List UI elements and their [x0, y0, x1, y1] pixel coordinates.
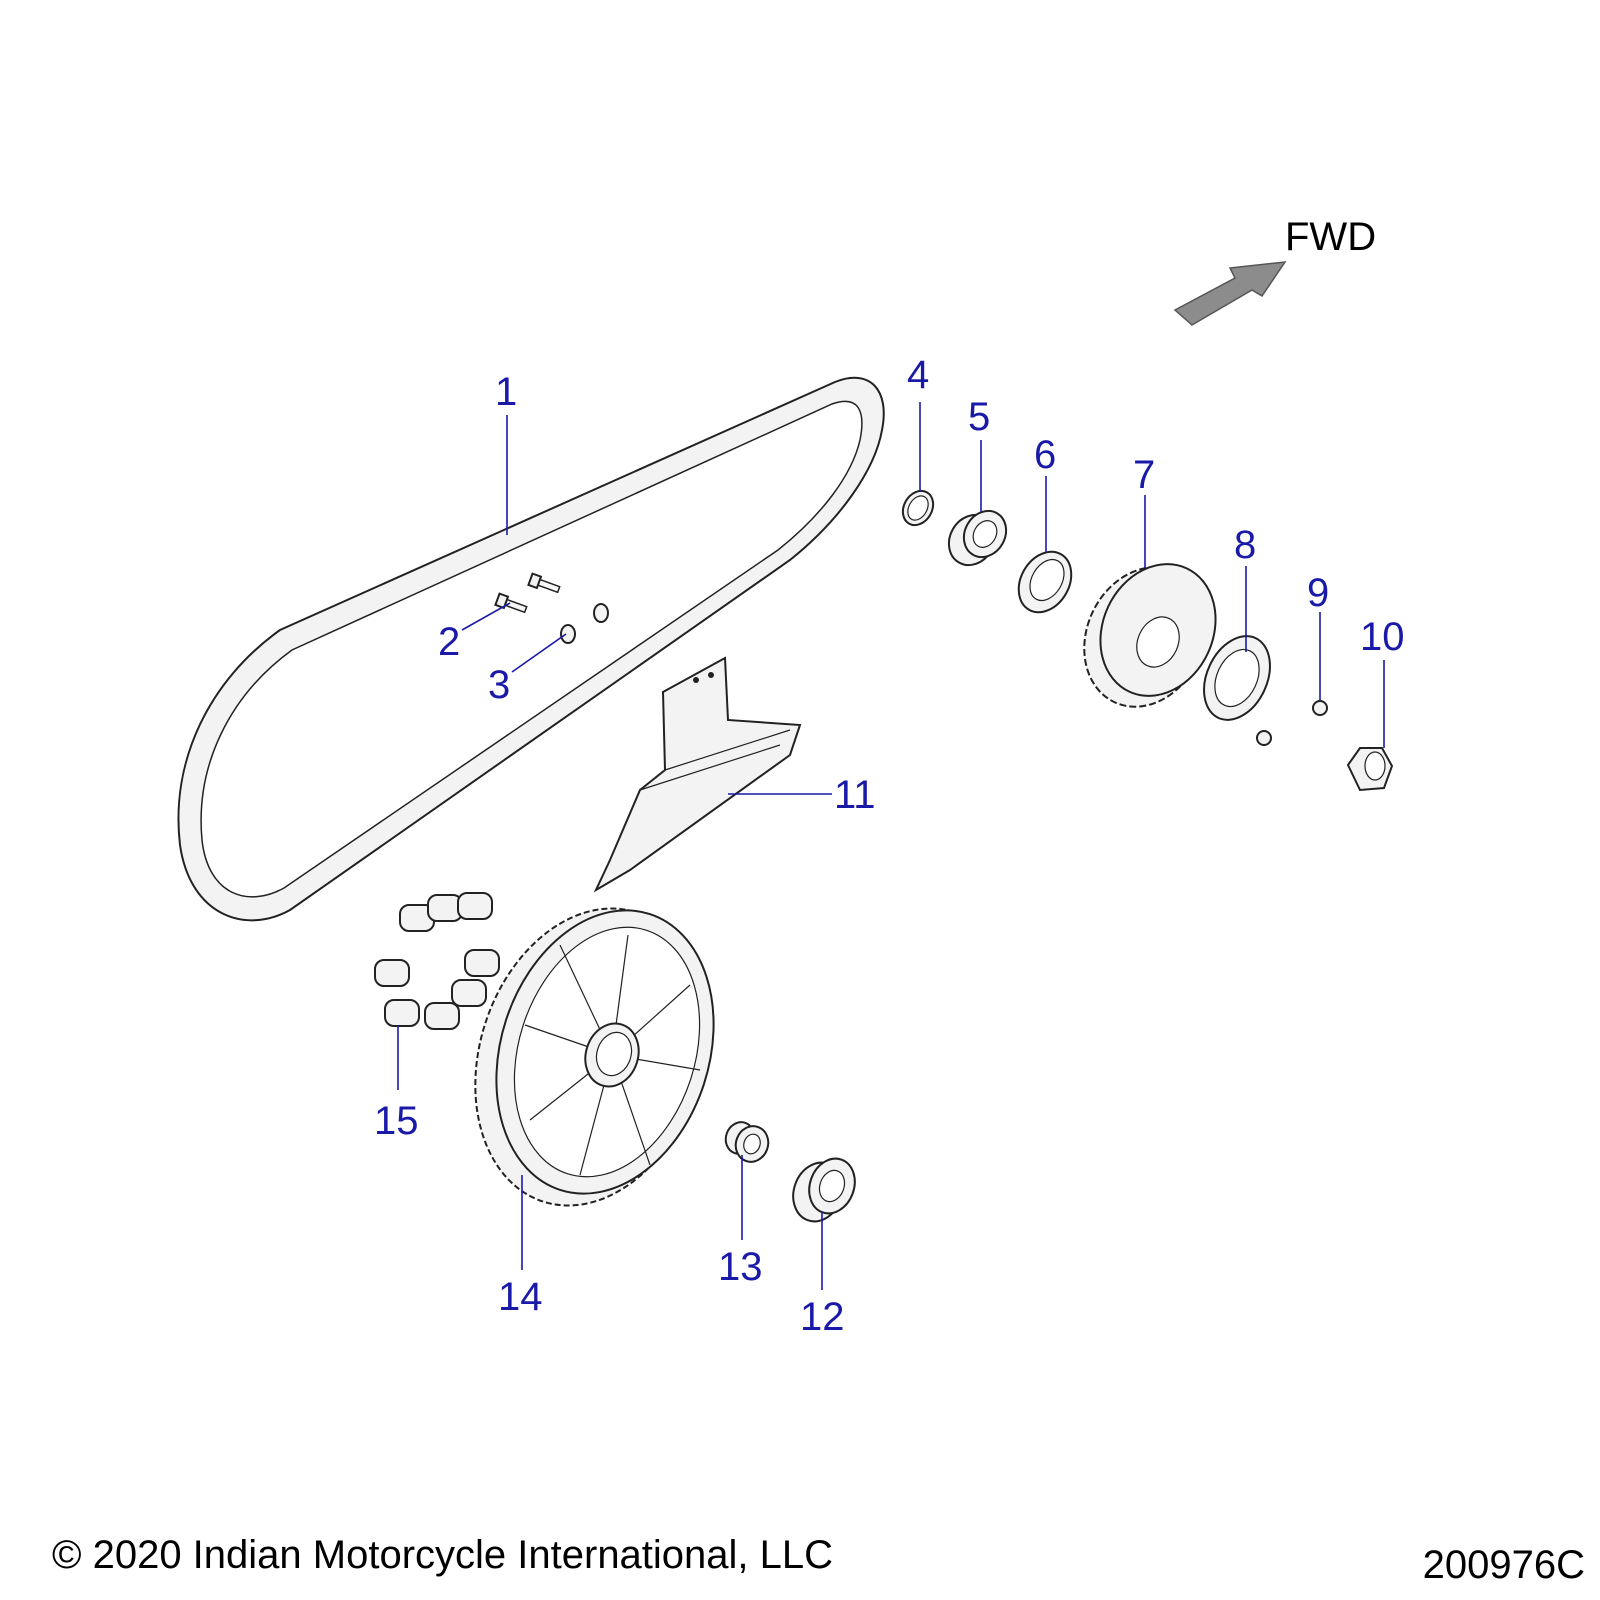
forward-label: FWD — [1285, 215, 1376, 259]
callout-13: 13 — [718, 1245, 763, 1289]
pulley-nut — [1346, 747, 1394, 792]
callout-9: 9 — [1307, 571, 1329, 615]
callout-5: 5 — [968, 395, 990, 439]
o-ring — [901, 489, 935, 527]
callout-1: 1 — [495, 370, 517, 414]
callout-14: 14 — [498, 1275, 543, 1319]
belt-guard-nuts — [560, 603, 609, 644]
rear-pulley — [474, 907, 715, 1207]
callout-3: 3 — [488, 663, 510, 707]
callout-11: 11 — [834, 773, 876, 817]
copyright-notice: © 2020 Indian Motorcycle International, … — [52, 1533, 833, 1577]
leader-line-2 — [461, 602, 511, 631]
leader-lines — [397, 402, 1385, 1290]
rear-wheel-bearing — [792, 1157, 856, 1223]
callout-4: 4 — [907, 353, 929, 397]
callout-12: 12 — [800, 1295, 845, 1339]
lock-plate-screws — [1256, 700, 1328, 746]
belt-guard — [593, 656, 802, 893]
callout-15: 15 — [374, 1099, 419, 1143]
forward-arrow-icon — [1173, 261, 1287, 326]
callout-7: 7 — [1133, 453, 1155, 497]
oil-seal — [1017, 550, 1073, 614]
forward-direction-indicator: FWD — [1173, 215, 1376, 326]
drive-belt — [177, 376, 885, 922]
callout-2: 2 — [438, 620, 460, 664]
callout-8: 8 — [1234, 523, 1256, 567]
belt-guard-bolts — [494, 572, 561, 614]
drawing-number: 200976C — [1423, 1543, 1585, 1587]
spacer — [947, 509, 1008, 567]
front-pulley — [1083, 563, 1217, 708]
cush-drive-dampers — [374, 892, 500, 1030]
callout-10: 10 — [1360, 615, 1405, 659]
leader-line-3 — [511, 633, 567, 673]
callout-numbers: 1 2 3 4 5 6 7 8 9 10 11 12 13 14 15 — [374, 353, 1405, 1339]
pulley-bushing — [724, 1121, 770, 1163]
callout-6: 6 — [1034, 433, 1056, 477]
lock-plate — [1203, 635, 1271, 721]
